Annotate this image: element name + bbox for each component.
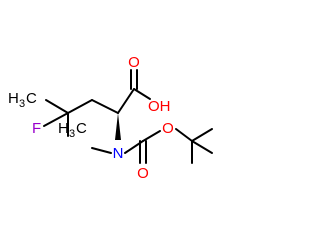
atom-labels: O OH H 3 C F H 3 C N O O bbox=[8, 54, 174, 182]
bond-o-tbu bbox=[175, 128, 193, 142]
atom-ch3-upper-h: H bbox=[8, 90, 19, 107]
atom-ch3-upper-sub: 3 bbox=[19, 98, 25, 110]
bond-tbu-me-1 bbox=[191, 128, 213, 142]
bond-alpha-ch2 bbox=[91, 99, 119, 114]
bond-quat-ch3-upper bbox=[45, 99, 69, 114]
atom-ch3-lower-sub: 3 bbox=[69, 128, 75, 140]
molecule-structure: O OH H 3 C F H 3 C N O O bbox=[8, 54, 213, 182]
structure-canvas: O OH H 3 C F H 3 C N O O bbox=[8, 54, 213, 182]
atom-f: F bbox=[32, 120, 41, 137]
bond-carbamate-o-ester bbox=[142, 130, 161, 142]
atom-o-carbonyl-boc: O bbox=[137, 165, 149, 182]
bond-ch2-quat bbox=[67, 99, 93, 114]
bond-quat-f bbox=[43, 112, 69, 127]
atom-o-carbonyl-acid: O bbox=[128, 54, 140, 71]
bond-alpha-n-wedge bbox=[115, 113, 121, 140]
atom-ch3-lower-h: H bbox=[58, 120, 69, 137]
bond-acid-c-oh bbox=[133, 88, 151, 100]
bond-alpha-acid bbox=[117, 88, 135, 114]
atom-o-ester: O bbox=[162, 120, 174, 137]
bonds bbox=[43, 69, 213, 164]
bond-tbu-me-2 bbox=[191, 140, 213, 154]
atom-ch3-lower-c: C bbox=[76, 120, 87, 137]
atom-n: N bbox=[113, 145, 124, 162]
bond-n-methyl bbox=[91, 147, 112, 154]
atom-oh-acid: OH bbox=[148, 98, 171, 115]
atom-ch3-upper-c: C bbox=[26, 90, 37, 107]
